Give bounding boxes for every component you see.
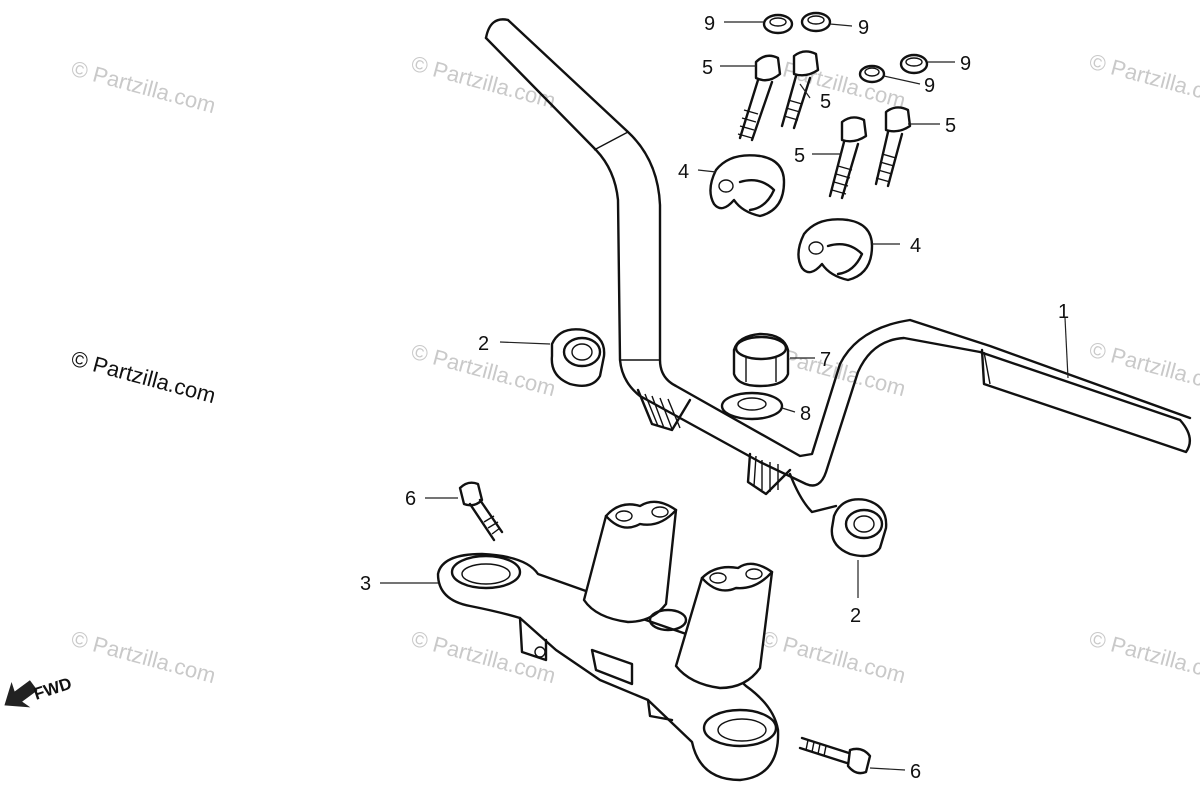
bolt-d[interactable] xyxy=(874,106,912,188)
callout-pinch-bolt-lower: 6 xyxy=(910,761,921,783)
callout-top-bridge: 3 xyxy=(360,573,371,595)
callout-bushing-lower: 2 xyxy=(850,605,861,627)
holder-upper[interactable] xyxy=(709,154,786,218)
knurl-right xyxy=(746,452,792,496)
callout-pinch-bolt-upper: 6 xyxy=(405,488,416,510)
washer[interactable] xyxy=(720,391,784,421)
pinch-bolt-lower[interactable] xyxy=(798,736,872,775)
fwd-label: FWD xyxy=(31,674,74,704)
callout-bolt-b: 5 xyxy=(820,91,831,113)
callout-handlebar: 1 xyxy=(1058,301,1069,323)
watermark: © Partzilla.com xyxy=(409,51,559,114)
callout-cap-c: 9 xyxy=(924,75,935,97)
callout-bolt-d: 5 xyxy=(945,115,956,137)
watermark: © Partzilla.com xyxy=(69,56,219,119)
watermark: © Partzilla.com xyxy=(69,626,219,689)
holder-lower[interactable] xyxy=(797,218,874,282)
callouts: 1 2 2 3 4 4 5 5 5 5 6 6 7 8 9 9 9 9 xyxy=(360,13,1069,783)
callout-holder-upper: 4 xyxy=(678,161,689,183)
watermark: © Partzilla.com xyxy=(1087,626,1200,689)
leader-lines xyxy=(380,21,1069,771)
stem-nut[interactable] xyxy=(732,332,790,388)
bolt-b[interactable] xyxy=(780,50,820,130)
handlebar[interactable] xyxy=(484,18,1192,514)
copyright-text: © Partzilla.com xyxy=(69,346,219,409)
cap-c[interactable] xyxy=(858,64,886,84)
callout-cap-d: 9 xyxy=(960,53,971,75)
cap-d[interactable] xyxy=(899,53,929,75)
callout-cap-b: 9 xyxy=(858,17,869,39)
callout-holder-lower: 4 xyxy=(910,235,921,257)
bolt-c[interactable] xyxy=(828,116,868,200)
callout-bushing-upper: 2 xyxy=(478,333,489,355)
watermark: © Partzilla.com xyxy=(1087,337,1200,400)
top-bridge[interactable] xyxy=(436,500,780,782)
knurl-left xyxy=(636,388,692,432)
callout-washer: 8 xyxy=(800,403,811,425)
watermark: © Partzilla.com xyxy=(759,626,909,689)
cap-a[interactable] xyxy=(762,13,794,35)
watermark: © Partzilla.com xyxy=(759,51,909,114)
bushing-upper[interactable] xyxy=(550,328,606,387)
cap-b[interactable] xyxy=(800,11,832,33)
callout-bolt-a: 5 xyxy=(702,57,713,79)
watermark: © Partzilla.com xyxy=(1087,49,1200,112)
bushing-lower[interactable] xyxy=(830,498,888,558)
callout-cap-a: 9 xyxy=(704,13,715,35)
pinch-bolt-upper[interactable] xyxy=(458,481,504,542)
callout-bolt-c: 5 xyxy=(794,145,805,167)
bolt-a[interactable] xyxy=(737,54,782,142)
callout-stem-nut: 7 xyxy=(820,349,831,371)
fwd-arrow: FWD xyxy=(4,674,74,708)
